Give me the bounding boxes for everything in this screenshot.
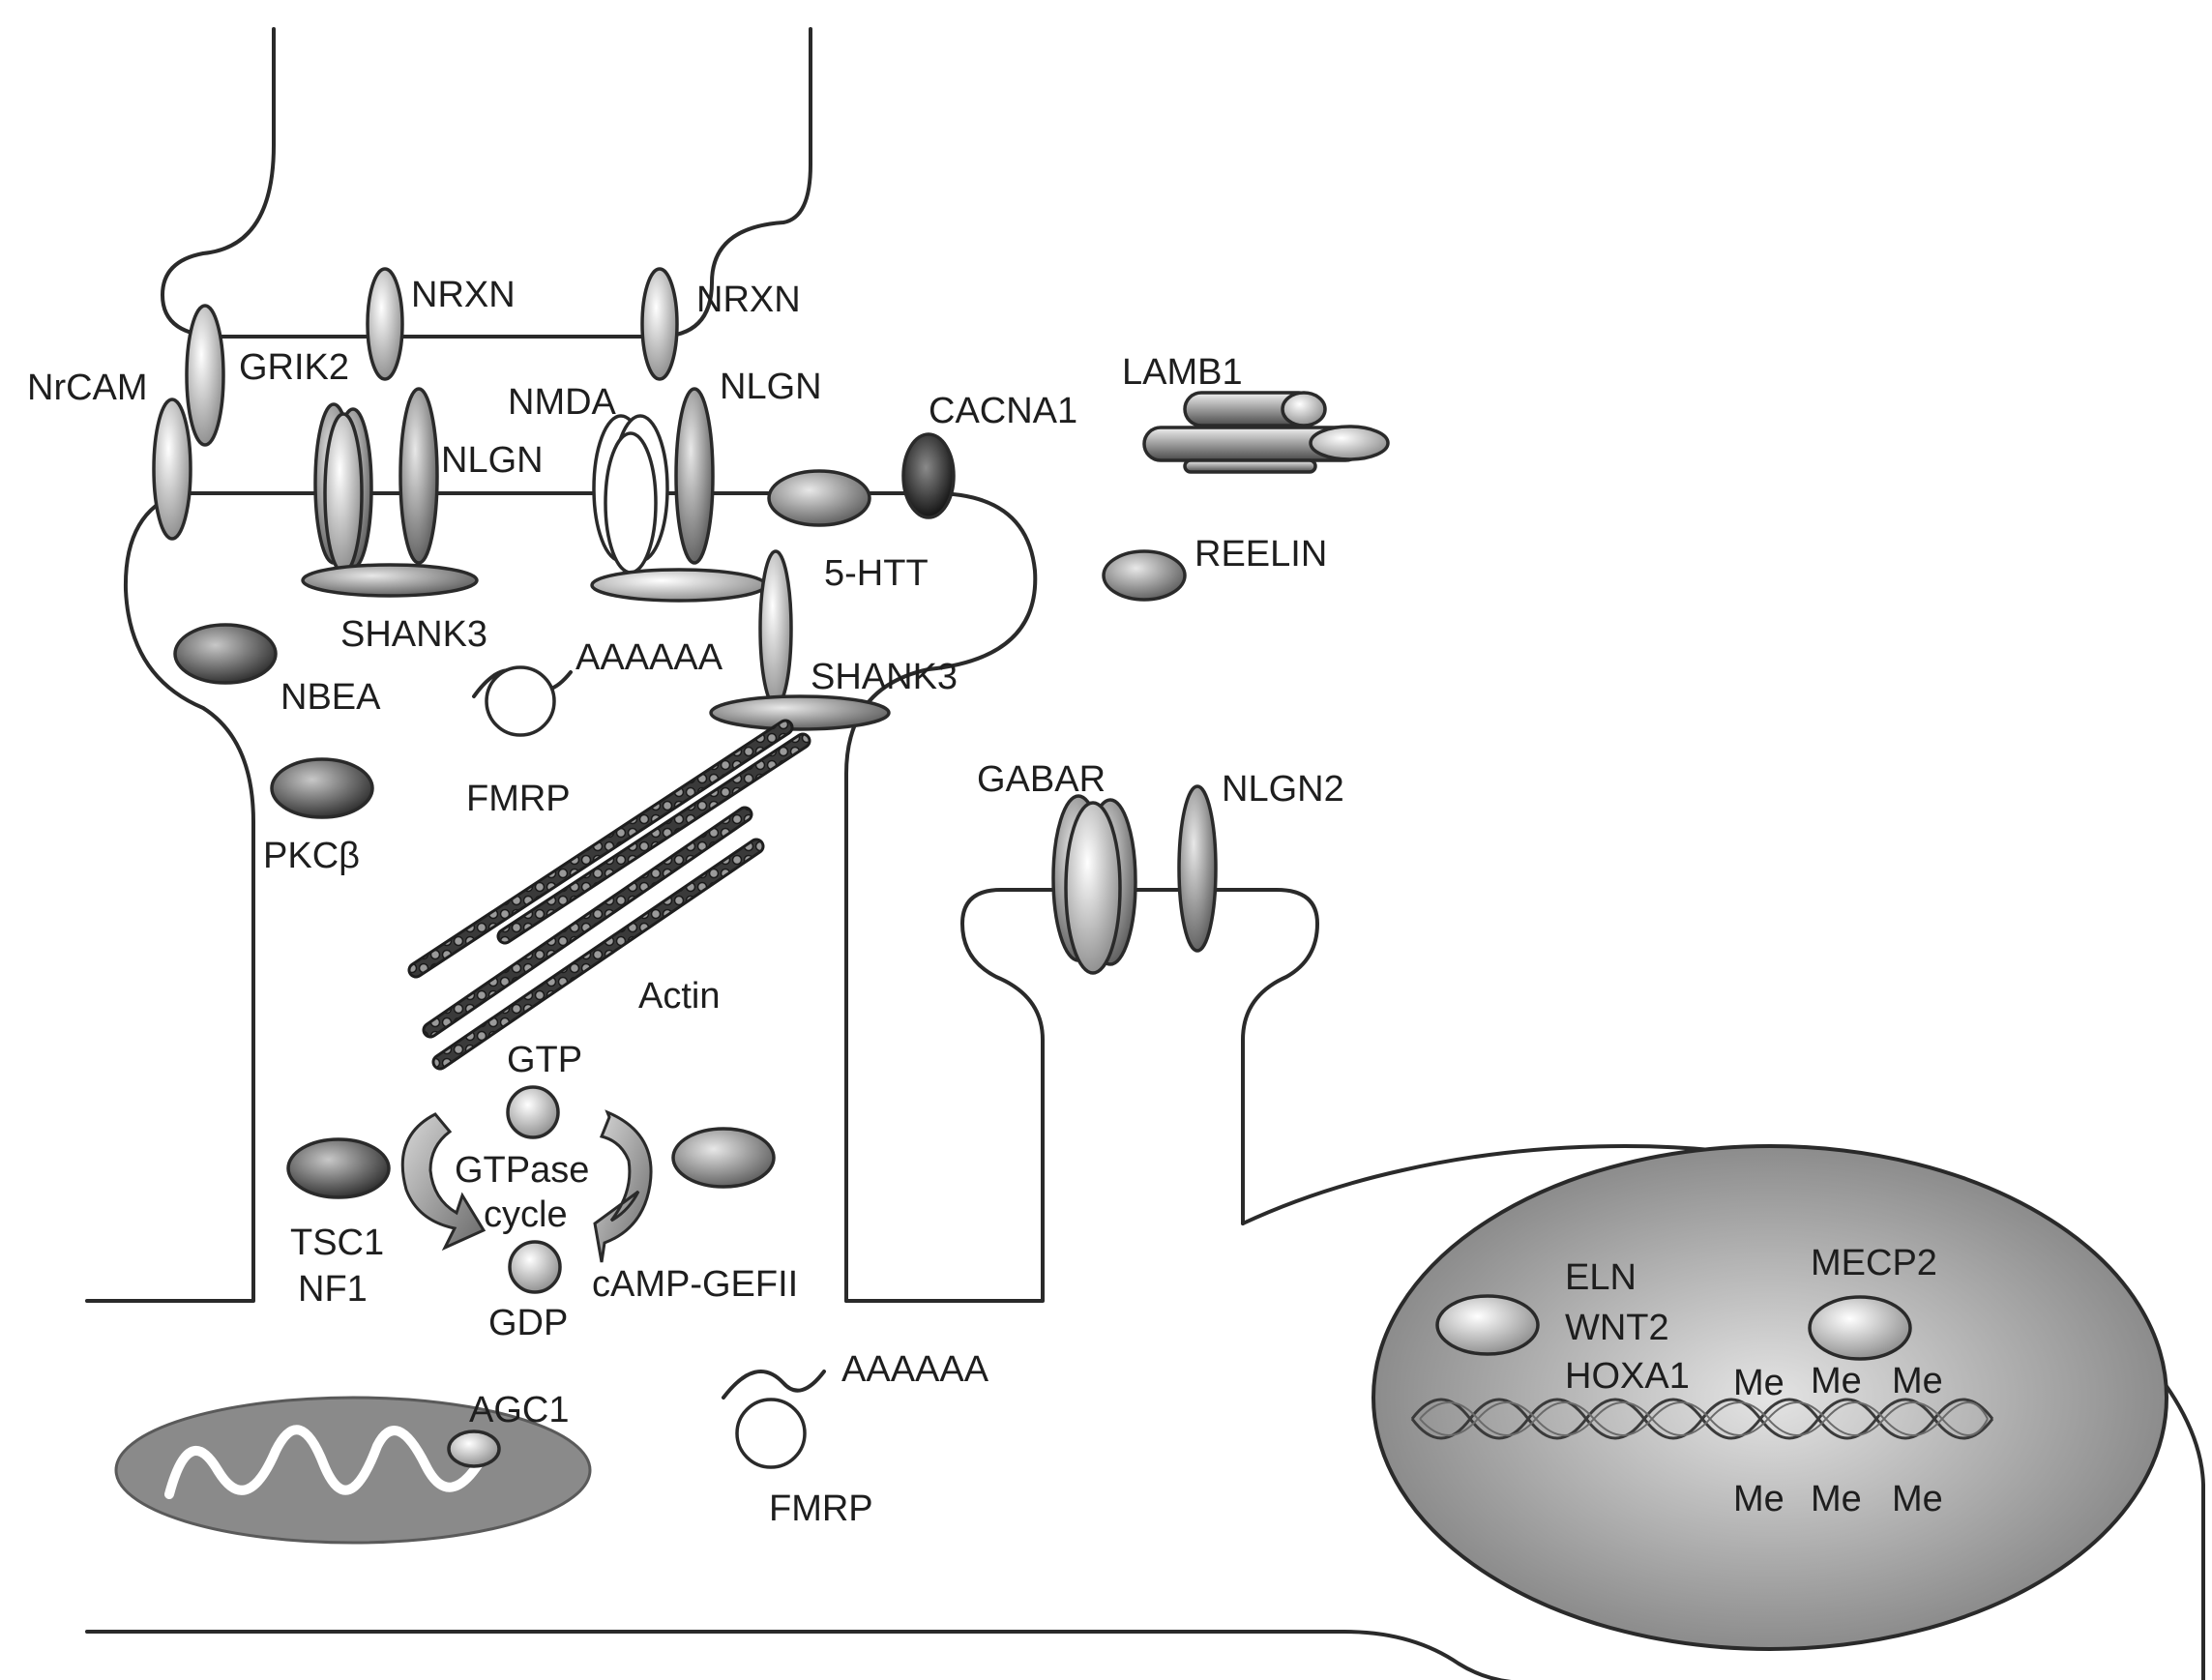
nlgn-left (400, 389, 437, 563)
label-nlgn-left: NLGN (441, 440, 544, 481)
label-gtpase: GTPase (455, 1150, 589, 1191)
label-me-top-2: Me (1811, 1361, 1862, 1401)
label-actin: Actin (638, 976, 720, 1017)
label-fmrp-top: FMRP (466, 779, 571, 819)
shank3-actin-anchor (711, 696, 889, 729)
label-nf1: NF1 (298, 1269, 368, 1310)
label-nbea: NBEA (280, 677, 381, 718)
label-me-bottom-2: Me (1811, 1479, 1862, 1519)
label-nmda: NMDA (508, 382, 617, 423)
label-cycle: cycle (484, 1194, 568, 1235)
mecp2-factor (1810, 1297, 1910, 1359)
grik2-channel (315, 404, 371, 573)
label-camp-gefii: cAMP-GEFII (592, 1264, 798, 1305)
label-shank3-right: SHANK3 (811, 657, 958, 697)
shank3-left-scaffold (303, 565, 477, 596)
label-mecp2: MECP2 (1811, 1243, 1937, 1283)
fmrp-bottom-mrna (723, 1371, 824, 1467)
label-grik2: GRIK2 (239, 347, 349, 388)
label-nlgn-right: NLGN (720, 367, 822, 407)
label-5-htt: 5-HTT (824, 553, 929, 594)
lamb1-laminin (1144, 393, 1388, 472)
nmda-receptor (594, 416, 667, 573)
label-hoxa1: HOXA1 (1565, 1356, 1690, 1397)
label-nrxn-left: NRXN (411, 275, 516, 315)
label-reelin: REELIN (1194, 534, 1327, 575)
label-gabar: GABAR (977, 759, 1106, 800)
nrcam-lower (154, 399, 191, 539)
nrcam-upper (187, 306, 223, 445)
actin-filaments (416, 727, 803, 1062)
tsc1-nf1 (288, 1139, 389, 1197)
camp-gefii (673, 1129, 774, 1187)
nrxn-left (368, 269, 402, 379)
gabar-receptor (1053, 796, 1135, 973)
label-shank3-left: SHANK3 (340, 614, 487, 655)
eln-wnt2-hoxa1-factor (1437, 1296, 1538, 1354)
label-tsc1: TSC1 (290, 1223, 384, 1263)
5-htt-transporter (769, 471, 870, 525)
shank3-right-scaffold (592, 570, 766, 601)
nrxn-right (642, 269, 677, 379)
nlgn-right (676, 389, 713, 563)
nlgn2 (1179, 786, 1216, 951)
label-me-bottom-3: Me (1892, 1479, 1943, 1519)
label-pkcb: PKCβ (263, 836, 360, 876)
label-nlgn2: NLGN2 (1222, 769, 1344, 810)
label-fmrp-bottom: FMRP (769, 1488, 873, 1529)
label-me-top-3: Me (1892, 1361, 1943, 1401)
label-nrxn-right: NRXN (696, 280, 801, 320)
label-cacna1: CACNA1 (929, 391, 1077, 431)
pkcb (272, 759, 372, 817)
cacna1-channel (903, 434, 954, 517)
label-polya-bottom: AAAAAA (841, 1349, 989, 1390)
shank3-stalk (760, 551, 791, 706)
label-lamb1: LAMB1 (1122, 352, 1243, 393)
label-agc1: AGC1 (469, 1390, 569, 1430)
nbea (175, 625, 276, 683)
label-polya-top: AAAAAA (575, 637, 723, 678)
label-gtp: GTP (507, 1040, 582, 1080)
fmrp-top-mrna (474, 667, 571, 735)
reelin (1104, 551, 1185, 600)
label-wnt2: WNT2 (1565, 1308, 1669, 1348)
label-gdp: GDP (488, 1303, 568, 1343)
label-me-top-1: Me (1733, 1363, 1784, 1403)
label-me-bottom-1: Me (1733, 1479, 1784, 1519)
label-nrcam: NrCAM (27, 368, 148, 408)
label-eln: ELN (1565, 1257, 1637, 1298)
